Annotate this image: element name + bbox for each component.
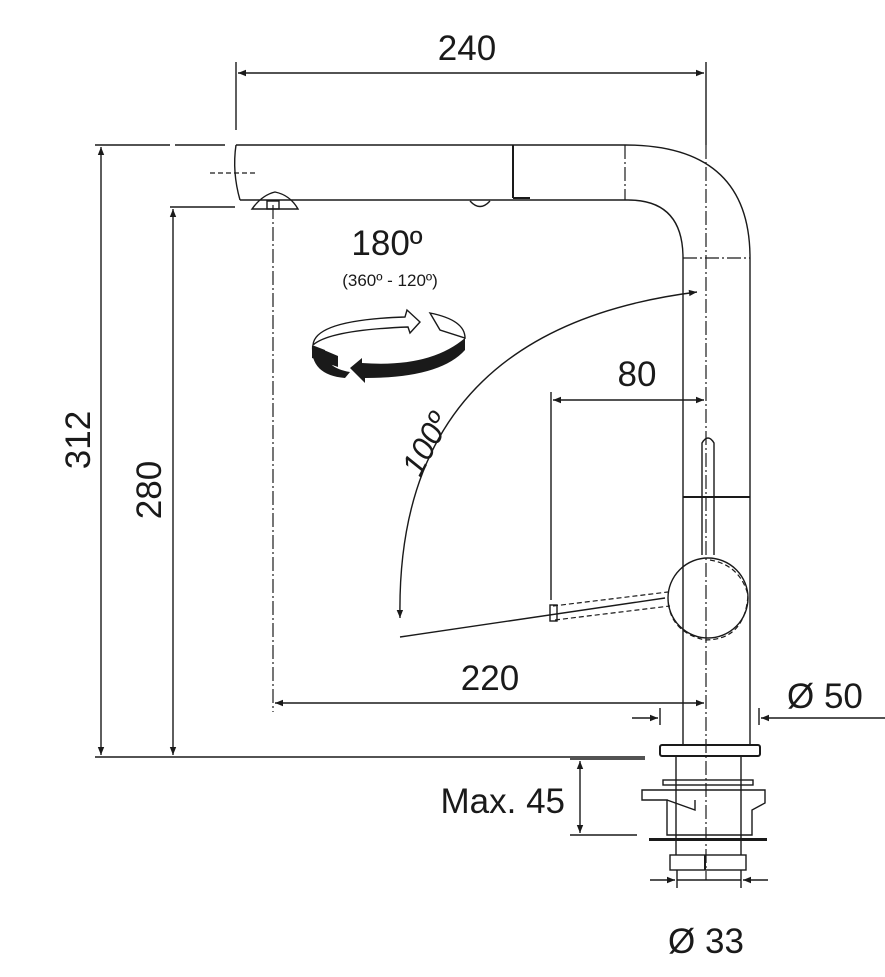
lever-angle-label: 100º [394, 406, 457, 482]
dimension-312-label: 312 [59, 411, 98, 469]
mounting-kit [641, 744, 767, 871]
dimension-240 [235, 62, 707, 145]
dimension-220 [272, 205, 704, 712]
dimension-240-label: 240 [438, 29, 496, 68]
dimension-max-45 [570, 758, 645, 836]
rotation-arrow-icon [311, 308, 466, 383]
rotation-note: (360º - 120º) [342, 271, 438, 290]
lever-angle-arc [396, 289, 698, 638]
dimension-80-label: 80 [618, 355, 657, 394]
faucet-body [682, 145, 751, 880]
max-45-label: Max. 45 [441, 782, 566, 821]
rotation-label: 180º [351, 224, 422, 263]
dimension-diameter-33 [650, 870, 768, 888]
dimension-diameter-50 [632, 708, 885, 725]
dimension-280-label: 280 [130, 461, 169, 519]
dimension-312 [95, 144, 645, 758]
diameter-33-label: Ø 33 [668, 922, 744, 961]
diameter-50-label: Ø 50 [787, 677, 863, 716]
dimension-220-label: 220 [461, 659, 519, 698]
lever-handle [549, 437, 749, 641]
faucet-spout [170, 144, 751, 259]
